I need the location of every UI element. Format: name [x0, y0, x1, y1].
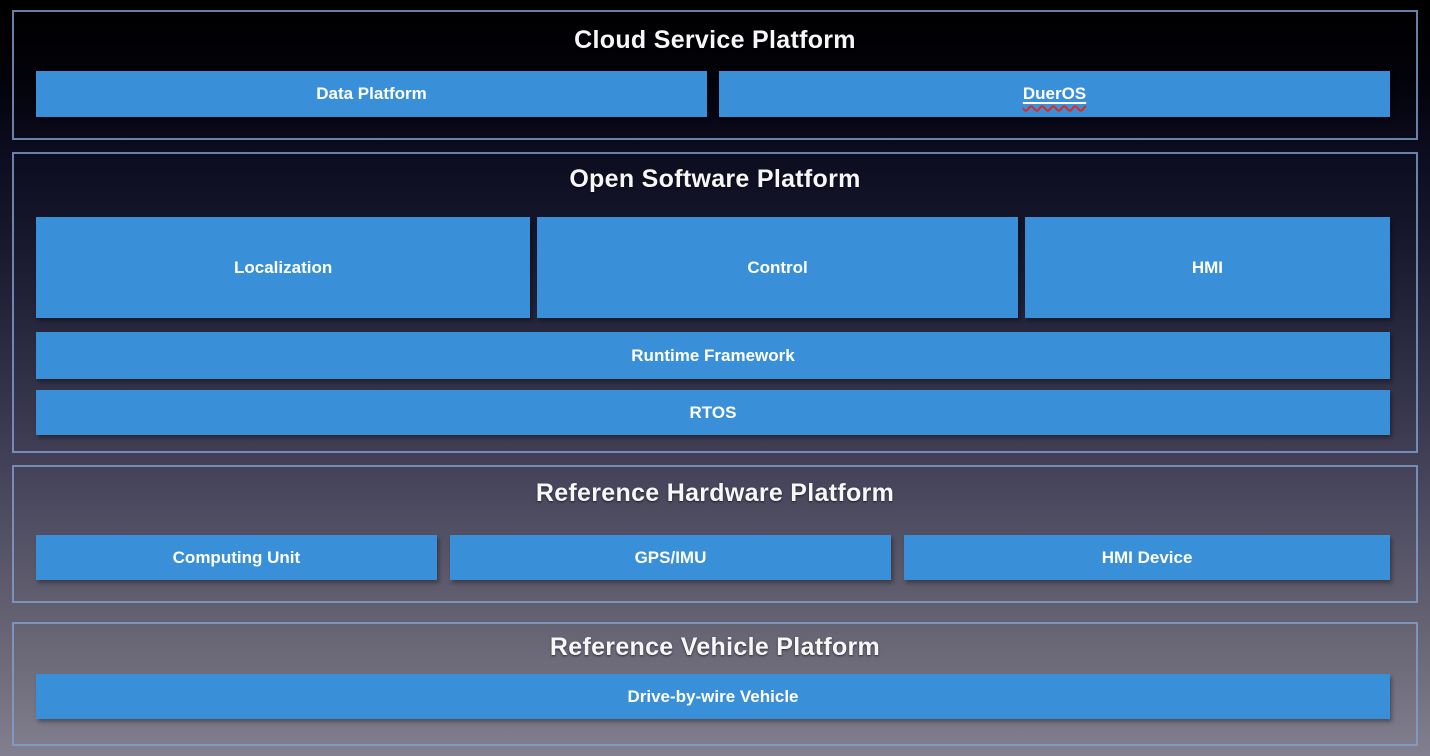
- box-data-platform-label: Data Platform: [316, 84, 427, 103]
- section-reference-vehicle-platform: Reference Vehicle Platform Drive-by-wire…: [12, 622, 1418, 746]
- section-open-software-platform: Open Software Platform Localization Cont…: [12, 152, 1418, 453]
- software-rtos-row: RTOS: [36, 390, 1390, 435]
- box-runtime-framework-label: Runtime Framework: [631, 345, 795, 365]
- software-runtime-row: Runtime Framework: [36, 332, 1390, 379]
- box-localization-label: Localization: [233, 257, 333, 277]
- box-gps-imu: GPS/IMU: [449, 535, 892, 580]
- box-gps-imu-label: GPS/IMU: [634, 547, 707, 567]
- box-dueros-label: DuerOS: [1022, 84, 1087, 103]
- hardware-row: Computing Unit GPS/IMU HMI Device: [36, 535, 1390, 580]
- box-drive-by-wire-vehicle-label: Drive-by-wire Vehicle: [627, 686, 799, 706]
- box-control-label: Control: [747, 257, 808, 277]
- box-localization: Localization: [36, 217, 531, 318]
- vehicle-row: Drive-by-wire Vehicle: [36, 674, 1390, 719]
- section-title-cloud: Cloud Service Platform: [574, 26, 856, 54]
- box-dueros: DuerOS: [719, 71, 1390, 117]
- box-hmi-device-label: HMI Device: [1101, 547, 1193, 567]
- box-drive-by-wire-vehicle: Drive-by-wire Vehicle: [36, 674, 1390, 719]
- section-title-hardware: Reference Hardware Platform: [535, 479, 895, 507]
- box-hmi-device: HMI Device: [904, 535, 1390, 580]
- box-data-platform: Data Platform: [36, 71, 707, 117]
- box-rtos: RTOS: [36, 390, 1390, 435]
- section-title-software: Open Software Platform: [569, 165, 861, 193]
- section-title-vehicle: Reference Vehicle Platform: [549, 633, 881, 661]
- section-cloud-service-platform: Cloud Service Platform Data Platform Due…: [12, 10, 1418, 140]
- box-computing-unit: Computing Unit: [36, 535, 437, 580]
- software-top-row: Localization Control HMI: [36, 217, 1390, 318]
- cloud-row: Data Platform DuerOS: [36, 71, 1390, 117]
- box-control: Control: [537, 217, 1018, 318]
- section-reference-hardware-platform: Reference Hardware Platform Computing Un…: [12, 465, 1418, 603]
- box-hmi: HMI: [1024, 217, 1390, 318]
- box-rtos-label: RTOS: [689, 402, 737, 422]
- box-hmi-label: HMI: [1191, 257, 1224, 277]
- box-runtime-framework: Runtime Framework: [36, 332, 1390, 379]
- box-computing-unit-label: Computing Unit: [172, 547, 301, 567]
